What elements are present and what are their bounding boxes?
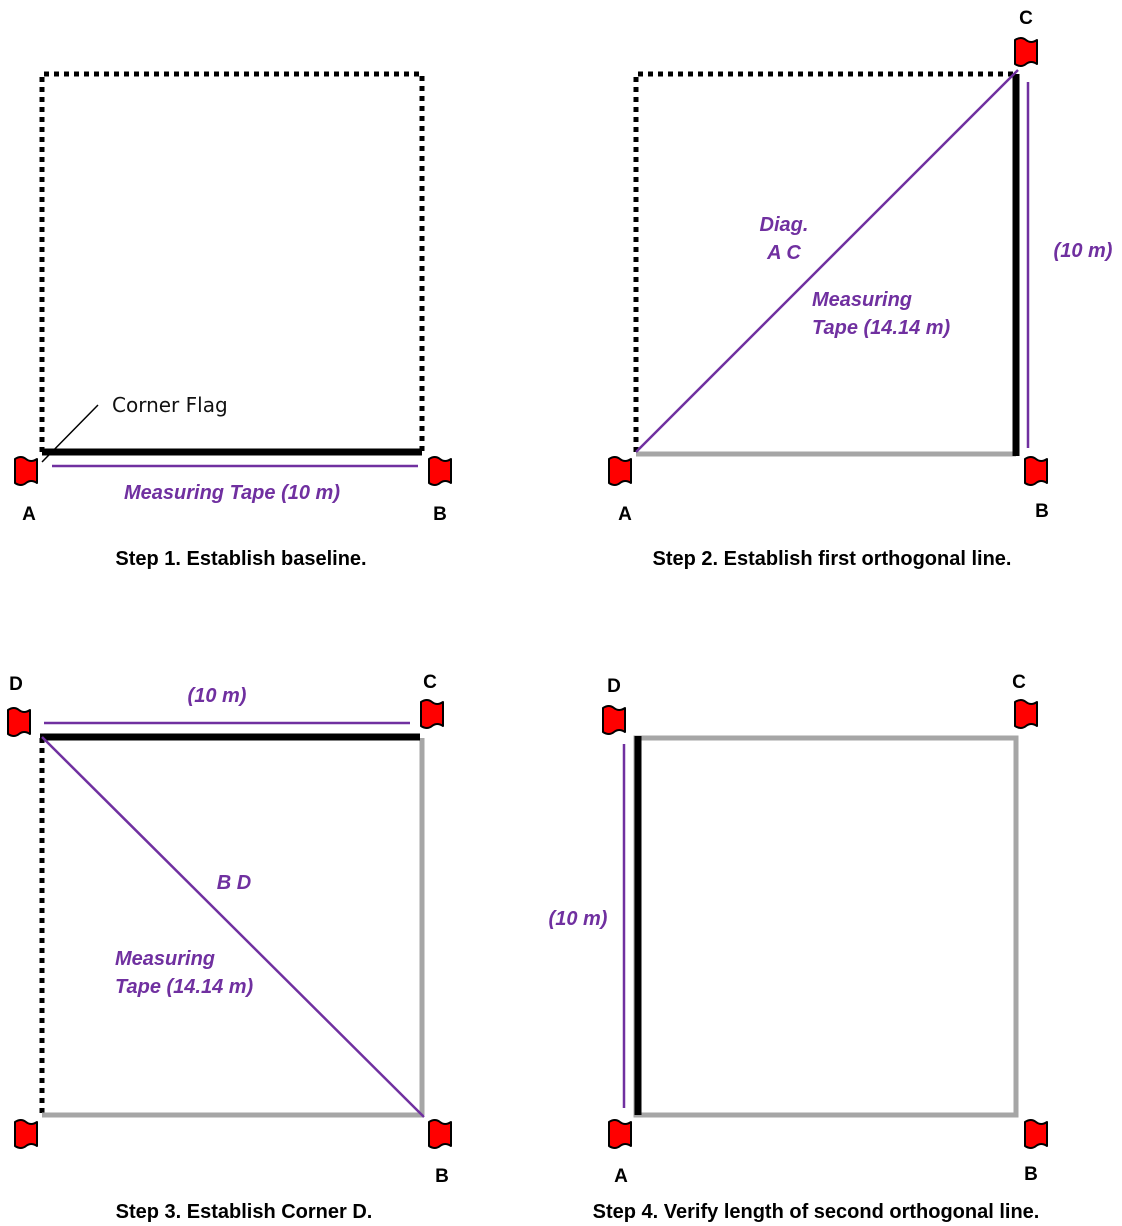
corner-flag-icon — [7, 707, 31, 737]
step4-panel: (10 m) D C A B Step 4. Verify length of … — [549, 672, 1048, 1223]
corner-label-a: A — [614, 1166, 628, 1187]
tape-label-line1: Measuring — [812, 289, 912, 311]
corner-label-d: D — [9, 674, 23, 695]
corner-label-b: B — [1035, 501, 1049, 522]
corner-label-c: C — [423, 672, 437, 693]
completed-plot-square — [633, 735, 1019, 1118]
tape-label-line1: Measuring — [115, 948, 215, 970]
corner-flag-icon — [14, 456, 38, 486]
diag-label-line1: Diag. — [760, 214, 809, 236]
corner-flag-callout: Corner Flag — [112, 393, 228, 417]
corner-flag-icon — [608, 1119, 632, 1149]
side-length-label: (10 m) — [549, 908, 608, 930]
corner-label-b: B — [435, 1166, 449, 1187]
corner-label-c: C — [1019, 8, 1033, 29]
corner-flag-icon — [608, 456, 632, 486]
diag-label: B D — [217, 872, 251, 894]
corner-label-a: A — [22, 504, 36, 525]
corner-flag-icon — [602, 705, 626, 735]
corner-flag-icon — [14, 1119, 38, 1149]
planned-plot-outline — [39, 71, 425, 452]
corner-flag-icon — [420, 699, 444, 729]
corner-label-b: B — [1024, 1164, 1038, 1185]
diagonal-tape-bd — [41, 736, 425, 1118]
step2-panel: Diag. A C Measuring Tape (14.14 m) (10 m… — [608, 8, 1113, 570]
step3-panel: (10 m) B D Measuring Tape (14.14 m) D C … — [7, 672, 452, 1223]
step1-panel: Corner Flag Measuring Tape (10 m) A B St… — [14, 71, 452, 570]
corner-flag-icon — [428, 1119, 452, 1149]
corner-flag-icon — [1024, 456, 1048, 486]
step-caption: Step 4. Verify length of second orthogon… — [593, 1201, 1040, 1223]
corner-label-b: B — [433, 504, 447, 525]
top-length-label: (10 m) — [188, 685, 247, 707]
tape-label-line2: Tape (14.14 m) — [115, 976, 254, 998]
callout-leader-line — [41, 404, 99, 463]
step-caption: Step 2. Establish first orthogonal line. — [653, 548, 1012, 570]
step-caption: Step 3. Establish Corner D. — [116, 1201, 373, 1223]
diagonal-tape-ac — [635, 69, 1019, 453]
side-length-label: (10 m) — [1054, 240, 1113, 262]
corner-label-a: A — [618, 504, 632, 525]
planned-plot-outline — [633, 71, 1016, 452]
step-caption: Step 1. Establish baseline. — [115, 548, 366, 570]
corner-flag-icon — [1024, 1119, 1048, 1149]
corner-flag-icon — [428, 456, 452, 486]
tape-label-line2: Tape (14.14 m) — [812, 317, 951, 339]
diag-label-line2: A C — [766, 242, 801, 264]
corner-flag-icon — [1014, 699, 1038, 729]
corner-label-d: D — [607, 676, 621, 697]
corner-flag-icon — [1014, 37, 1038, 67]
tape-label: Measuring Tape (10 m) — [124, 482, 340, 504]
corner-label-c: C — [1012, 672, 1026, 693]
